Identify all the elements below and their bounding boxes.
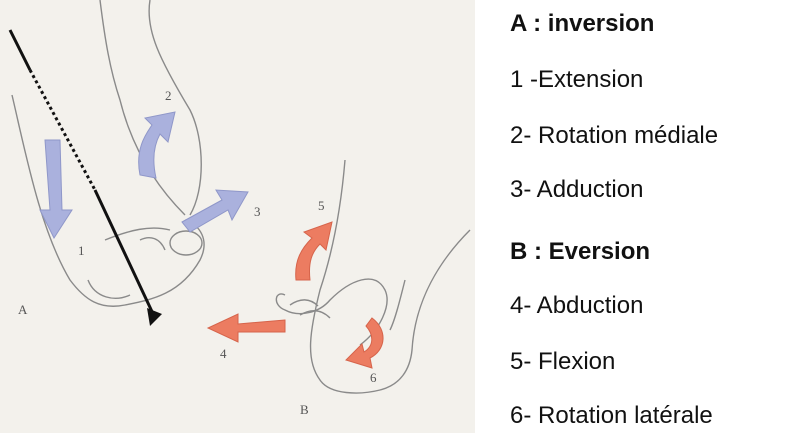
axis-solid-top bbox=[10, 30, 30, 70]
arrow-2-medial-rotation bbox=[139, 112, 175, 178]
legend-item-lateral-rotation: 6- Rotation latérale bbox=[510, 402, 713, 430]
legend-item-extension: 1 -Extension bbox=[510, 66, 643, 94]
arrow-1-number: 1 bbox=[78, 243, 85, 259]
arrow-2-number: 2 bbox=[165, 88, 172, 104]
foot-movement-figure: 1 2 3 4 5 6 A B bbox=[0, 0, 475, 433]
arrow-4-abduction bbox=[208, 314, 285, 342]
arrow-4-number: 4 bbox=[220, 346, 227, 362]
legend-item-abduction: 4- Abduction bbox=[510, 292, 643, 320]
axis-dashed bbox=[30, 70, 95, 190]
panel-b-letter: B bbox=[300, 402, 309, 418]
axis-solid-bottom bbox=[95, 190, 155, 318]
legend-item-medial-rotation: 2- Rotation médiale bbox=[510, 122, 718, 150]
legend-item-flexion: 5- Flexion bbox=[510, 348, 615, 376]
foot-illustration bbox=[0, 0, 475, 433]
legend-title-eversion: B : Eversion bbox=[510, 238, 650, 266]
panel-a-letter: A bbox=[18, 302, 27, 318]
legend-title-inversion: A : inversion bbox=[510, 10, 654, 38]
arrow-5-flexion bbox=[296, 222, 332, 280]
arrow-6-lateral-rotation bbox=[346, 318, 383, 368]
axis-arrowhead bbox=[147, 308, 162, 326]
arrow-3-number: 3 bbox=[254, 204, 261, 220]
arrow-6-number: 6 bbox=[370, 370, 377, 386]
panel-a-foot-drawing bbox=[12, 0, 204, 306]
legend-item-adduction: 3- Adduction bbox=[510, 176, 643, 204]
arrow-5-number: 5 bbox=[318, 198, 325, 214]
